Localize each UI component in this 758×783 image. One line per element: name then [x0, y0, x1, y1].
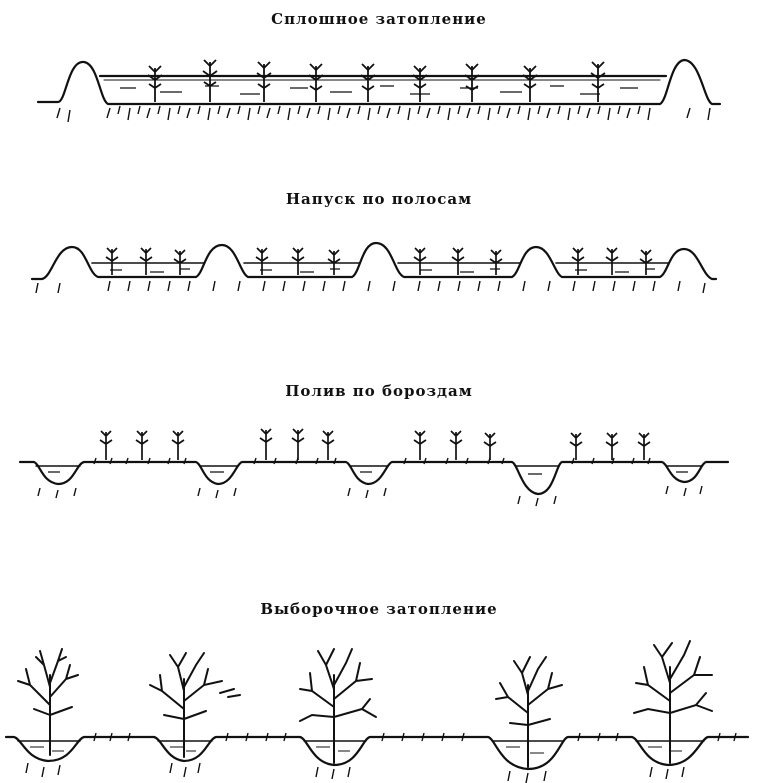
diagram-basin-flooding [4, 640, 750, 783]
panel-title-strips: Напуск по полосам [285, 190, 473, 208]
tree-3 [299, 648, 377, 764]
diagram-continuous-flooding [36, 58, 722, 123]
diagram-strip-border [30, 241, 718, 294]
panel-title-basins: Выборочное затопление [260, 600, 498, 618]
tree-2 [149, 652, 241, 758]
panel-title-flood: Сплошное затопление [271, 10, 487, 28]
tree-1 [17, 648, 79, 756]
tree-4 [495, 656, 563, 768]
diagram-furrow-irrigation [18, 428, 730, 507]
panel-title-furrows: Полив по бороздам [285, 382, 473, 400]
tree-5 [633, 640, 713, 764]
